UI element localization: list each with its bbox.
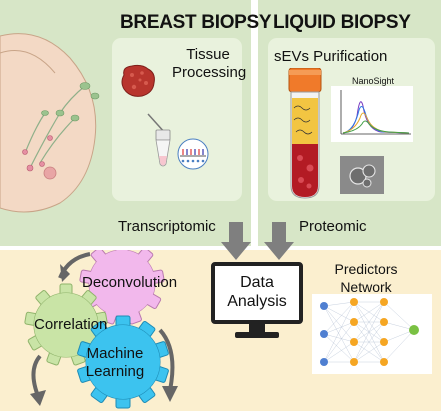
tissue-sample-icon [121,64,155,97]
gear-cluster [24,250,178,409]
data-analysis-label: Data Analysis [227,274,287,310]
computer-monitor-icon [211,262,303,338]
machine-learning-label: Machine Learning [85,345,145,380]
nanosight-plot [331,86,413,142]
neural-network-diagram [312,294,432,374]
breast-biopsy-title: BREAST BIOPSY [120,12,272,33]
cycle-arrow-left [31,354,42,397]
tissue-processing-box [112,38,242,201]
correlation-gear-icon [24,283,108,366]
proteomic-label: Proteomic [299,218,367,235]
transcriptomic-arrow [221,222,251,260]
nanosight-label: NanoSight [352,76,395,86]
cycle-arrow-right [158,328,175,391]
liquid-biopsy-title: LIQUID BIOPSY [273,12,411,33]
transcriptomic-label: Transcriptomic [118,218,216,235]
correlation-label: Correlation [34,316,108,333]
tissue-processing-label: Tissue Processing [172,46,247,81]
predictors-network-label: Predictors Network [334,261,398,295]
microtube-icon [147,113,171,167]
breast-anatomy-illustration [0,33,100,213]
sevs-purification-label: sEVs Purification [274,48,388,65]
blood-tube-icon [288,68,322,199]
deconvolution-label: Deconvolution [82,274,178,291]
vesicle-micrograph [340,156,384,194]
rna-sequence-icon [177,138,209,170]
proteomic-arrow [264,222,294,260]
machine-learning-gear-icon [77,315,169,409]
